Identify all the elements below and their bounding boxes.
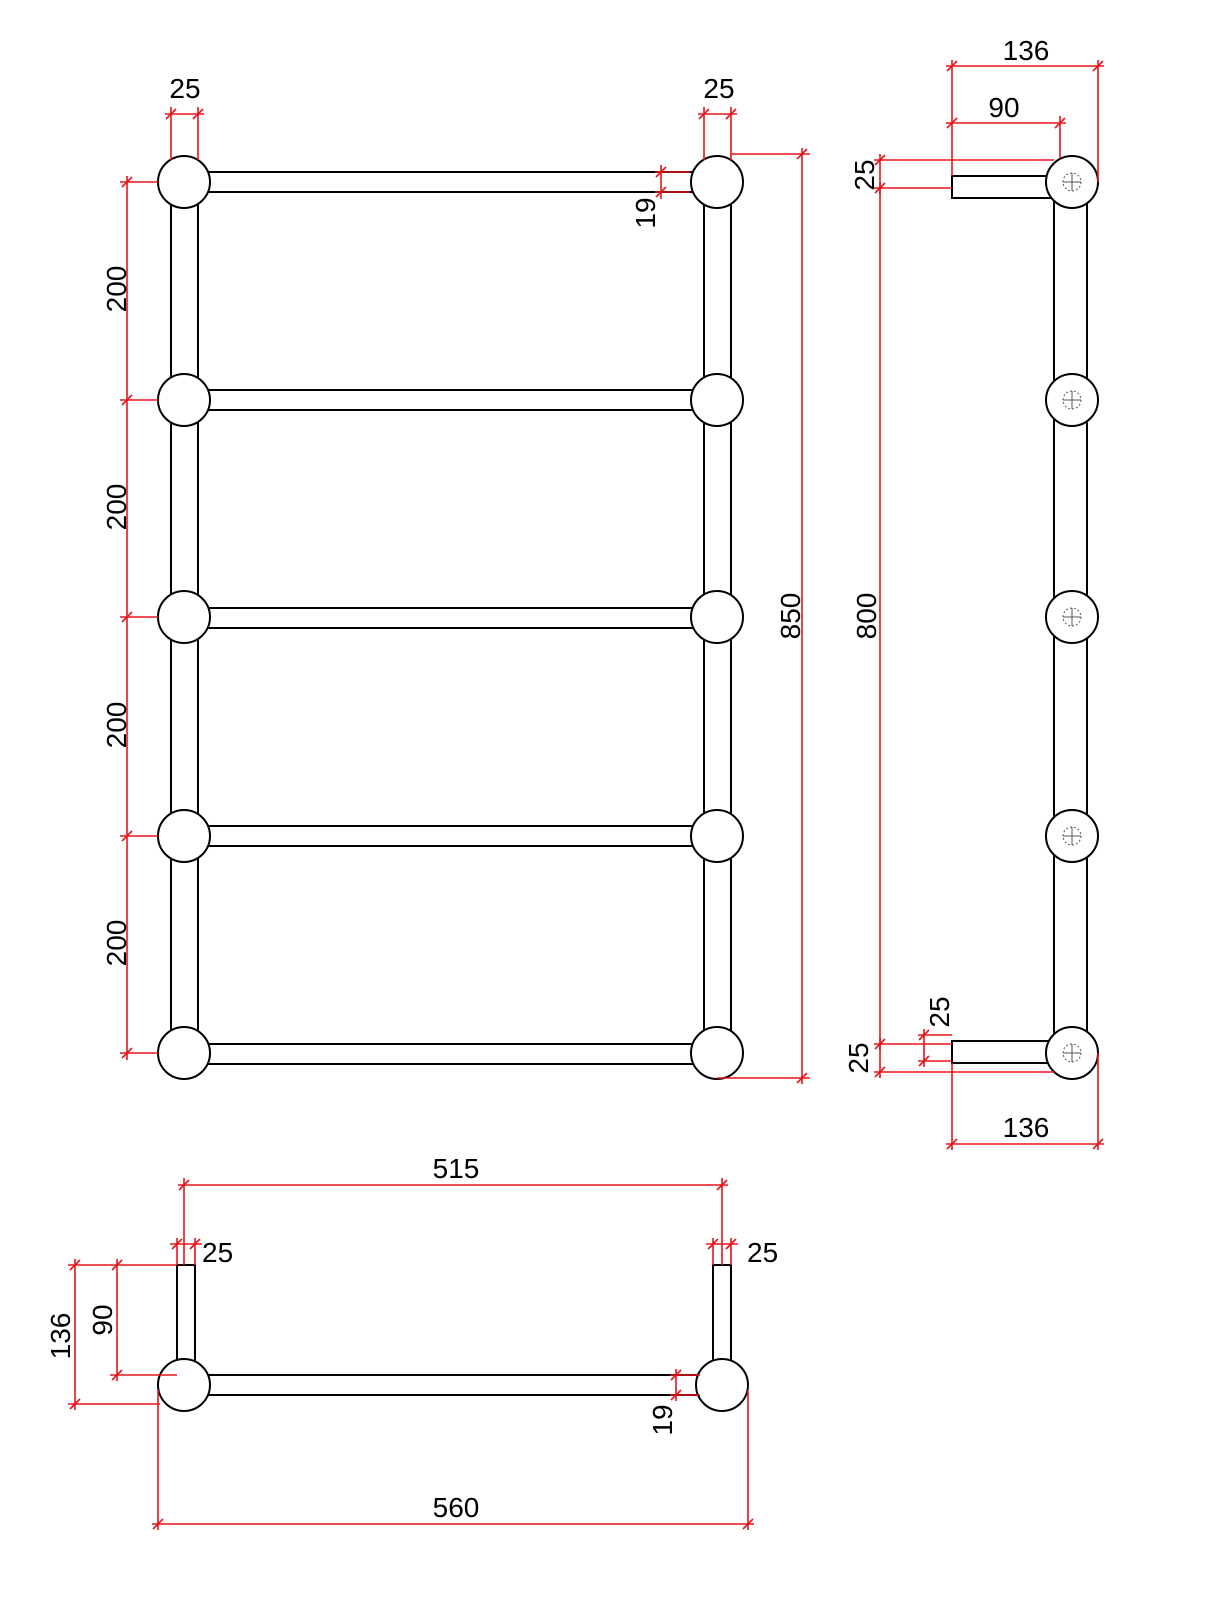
dimension-depth-bottom: 136 xyxy=(946,1053,1104,1150)
dimension-depth-top: 136 xyxy=(946,35,1104,182)
left-joint-knob xyxy=(157,1026,211,1080)
right-joint-knob xyxy=(690,155,744,209)
dimension-rung-diameter: 19 xyxy=(630,165,690,229)
dimension-post-left: 25 xyxy=(170,1237,233,1268)
top-view: 515 25 25 136 xyxy=(45,1153,778,1530)
dimension-inner-width: 515 xyxy=(178,1153,728,1265)
left-joint-knob xyxy=(157,1358,211,1412)
dimension-label: 19 xyxy=(647,1404,678,1435)
dimension-label: 136 xyxy=(1003,1112,1050,1143)
front-view: 25 25 19 xyxy=(101,73,810,1084)
dimension-end-bottom-inner: 25 xyxy=(918,996,955,1067)
dimension-label: 515 xyxy=(433,1153,480,1184)
left-joint-knob xyxy=(157,590,211,644)
top-bracket xyxy=(951,175,1055,199)
dimension-label: 136 xyxy=(1003,35,1050,66)
left-joint-knob xyxy=(157,155,211,209)
side-knob-group xyxy=(1045,155,1099,1080)
rung xyxy=(197,389,705,411)
right-joint-knob xyxy=(695,1358,749,1412)
right-joint-knob xyxy=(690,373,744,427)
dimension-rung-spacing: 200 200 200 200 xyxy=(101,176,158,1060)
dimension-label: 19 xyxy=(630,197,661,228)
dimension-label: 850 xyxy=(775,593,806,640)
dimension-label: 200 xyxy=(101,266,132,313)
dimension-label: 25 xyxy=(924,996,955,1027)
right-joint-knob xyxy=(690,1026,744,1080)
side-view: 136 90 25 800 xyxy=(843,35,1104,1150)
dimension-pipe-width-left: 25 xyxy=(165,73,204,160)
rung xyxy=(197,1043,705,1065)
dimension-label: 200 xyxy=(101,920,132,967)
dimension-label: 25 xyxy=(703,73,734,104)
right-joint-knob xyxy=(690,809,744,863)
dimension-label: 200 xyxy=(101,702,132,749)
dimension-label: 560 xyxy=(433,1492,480,1523)
rung xyxy=(197,825,705,847)
dimension-label: 800 xyxy=(851,593,882,640)
dimension-label: 25 xyxy=(747,1237,778,1268)
dimension-pipe-width-right: 25 xyxy=(698,73,737,160)
dimension-overall-height: 850 xyxy=(717,148,810,1084)
dimension-overall-width: 560 xyxy=(152,1390,754,1530)
dimension-label: 25 xyxy=(169,73,200,104)
right-joint-knob xyxy=(690,590,744,644)
dimension-label: 25 xyxy=(849,159,880,190)
dimension-label: 200 xyxy=(101,484,132,531)
dimension-rung-diameter-top: 19 xyxy=(647,1369,700,1436)
left-joint-knob xyxy=(157,809,211,863)
bottom-bracket xyxy=(951,1040,1055,1064)
dimension-end-bottom: 25 xyxy=(843,1038,1054,1078)
rung xyxy=(197,607,705,629)
dimension-label: 25 xyxy=(843,1042,874,1073)
dimension-label: 90 xyxy=(988,92,1019,123)
dimension-label: 90 xyxy=(87,1304,118,1335)
dimension-label: 25 xyxy=(202,1237,233,1268)
rung xyxy=(197,171,705,193)
dimension-offset: 90 xyxy=(87,1259,177,1381)
dimension-post-right: 25 xyxy=(706,1237,778,1268)
dimension-depth: 136 xyxy=(45,1259,177,1410)
dimension-label: 136 xyxy=(45,1313,76,1360)
dimension-inner-height: 800 xyxy=(851,182,952,1050)
left-joint-knob xyxy=(157,373,211,427)
top-rung xyxy=(197,1374,705,1396)
dimension-offset-top: 90 xyxy=(946,92,1066,158)
